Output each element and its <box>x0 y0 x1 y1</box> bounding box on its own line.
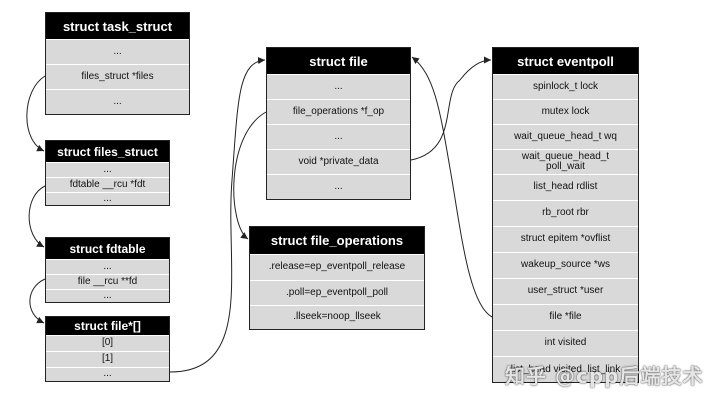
files-struct-row-fdt: fdtable __rcu *fdt <box>46 177 169 192</box>
task-struct-box: struct task_struct ... files_struct *fil… <box>45 12 190 115</box>
edge-eventpoll-file-to-file <box>411 56 493 318</box>
eventpoll-row-ws: wakeup_source *ws <box>493 252 638 278</box>
eventpoll-row-mutex: mutex lock <box>493 99 638 124</box>
file-array-box: struct file*[] [0] [1] ... <box>45 316 170 382</box>
watermark: 知乎 @cpp后端技术 <box>505 364 704 388</box>
files-struct-row-2: ... <box>46 192 169 205</box>
task-struct-title: struct task_struct <box>46 13 189 39</box>
file-box: struct file ... file_operations *f_op ..… <box>266 47 411 200</box>
file-array-title: struct file*[] <box>46 317 169 335</box>
file-array-row-2: ... <box>46 367 169 381</box>
file-operations-box: struct file_operations .release=ep_event… <box>249 226 425 330</box>
fdtable-box: struct fdtable ... file __rcu **fd ... <box>45 237 170 303</box>
file-title: struct file <box>267 48 410 74</box>
files-struct-title: struct files_struct <box>46 141 169 162</box>
eventpoll-box: struct eventpoll spinlock_t lock mutex l… <box>492 47 639 383</box>
eventpoll-row-file: file *file <box>493 304 638 330</box>
fdtable-row-2: ... <box>46 289 169 302</box>
file-row-f-op: file_operations *f_op <box>267 99 410 124</box>
edge-files-to-files-struct <box>26 75 46 152</box>
file-operations-title: struct file_operations <box>250 227 424 254</box>
file-array-row-1: [1] <box>46 351 169 367</box>
task-struct-row-2: ... <box>46 89 189 114</box>
eventpoll-row-spinlock: spinlock_t lock <box>493 74 638 99</box>
file-row-2: ... <box>267 124 410 149</box>
file-array-row-0: [0] <box>46 335 169 351</box>
file-row-0: ... <box>267 74 410 99</box>
files-struct-row-0: ... <box>46 162 169 177</box>
edge-fdt-to-fdtable <box>28 185 46 248</box>
edge-f-op-to-file-operations <box>233 111 267 240</box>
eventpoll-title: struct eventpoll <box>493 48 638 74</box>
file-operations-row-llseek: .llseek=noop_llseek <box>250 305 424 329</box>
edge-file-array-to-file <box>169 57 266 373</box>
task-struct-row-files: files_struct *files <box>46 64 189 89</box>
fdtable-title: struct fdtable <box>46 238 169 259</box>
edge-fd-to-file-array <box>29 278 46 324</box>
file-row-private-data: void *private_data <box>267 149 410 174</box>
eventpoll-row-visited: int visited <box>493 330 638 356</box>
fdtable-row-fd: file __rcu **fd <box>46 274 169 289</box>
file-row-4: ... <box>267 174 410 199</box>
file-operations-row-release: .release=ep_eventpoll_release <box>250 254 424 280</box>
task-struct-row-0: ... <box>46 39 189 64</box>
eventpoll-row-visited-list-link: list_head visited_list_link <box>493 356 638 384</box>
edge-private-data-to-eventpoll <box>410 56 492 161</box>
eventpoll-row-rbr: rb_root rbr <box>493 200 638 226</box>
eventpoll-row-poll-wait: wait_queue_head_t poll_wait <box>493 149 638 174</box>
fdtable-row-0: ... <box>46 259 169 274</box>
eventpoll-row-rdlist: list_head rdlist <box>493 174 638 200</box>
file-operations-row-poll: .poll=ep_eventpoll_poll <box>250 280 424 305</box>
eventpoll-row-wq: wait_queue_head_t wq <box>493 124 638 149</box>
files-struct-box: struct files_struct ... fdtable __rcu *f… <box>45 140 170 206</box>
eventpoll-row-ovflist: struct epitem *ovflist <box>493 226 638 252</box>
eventpoll-row-user: user_struct *user <box>493 278 638 304</box>
